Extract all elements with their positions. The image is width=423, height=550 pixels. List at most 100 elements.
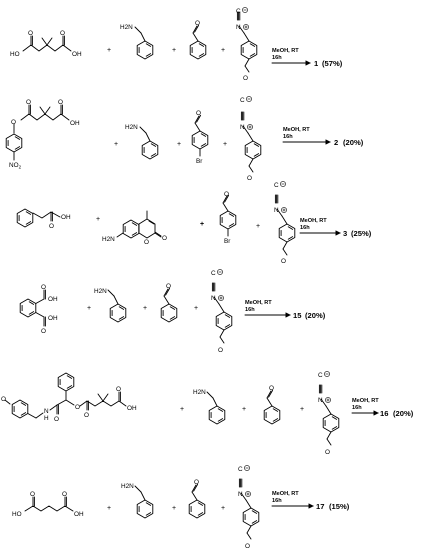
label-O: O	[11, 119, 16, 126]
label-OH: OH	[127, 405, 137, 412]
plus-sign: +	[221, 47, 225, 54]
label-N: N	[274, 207, 279, 214]
reaction-1: HO O O OH + H2N + O + N C O MeOH, RT 16h	[10, 7, 343, 82]
product-number: 2	[334, 138, 338, 147]
aminomethylcoumarin: H2N O O	[102, 210, 167, 246]
label-O: O	[54, 416, 59, 423]
benzaldehyde: O	[161, 283, 177, 322]
label-O: O	[162, 235, 167, 242]
label-OH: OH	[61, 214, 71, 221]
label-N: N	[238, 491, 243, 498]
label-O: O	[41, 284, 46, 291]
label-C: C	[236, 8, 241, 15]
label-Br: Br	[196, 158, 203, 165]
label-O: O	[26, 99, 31, 106]
reaction-arrow: MeOH, RT 16h	[244, 300, 291, 318]
methoxybenzyl-isocyanide: N C O	[240, 96, 261, 182]
reaction-arrow: MeOH, RT 16h	[299, 218, 341, 236]
condition-solvent: MeOH, RT	[300, 218, 327, 224]
plus-sign: +	[107, 47, 111, 54]
plus-sign: +	[143, 305, 147, 312]
label-O: O	[116, 386, 121, 393]
label-O: O	[1, 396, 6, 403]
plus-sign: +	[300, 406, 304, 413]
label-O: O	[218, 347, 223, 354]
benzylamine: H2N	[125, 124, 158, 159]
label-O: O	[30, 491, 35, 498]
label-OH: OH	[48, 315, 58, 322]
label-C: C	[240, 97, 245, 104]
plus-sign: +	[107, 505, 111, 512]
label-O: O	[62, 491, 67, 498]
product-yield: (20%)	[305, 311, 326, 320]
condition-time: 16h	[300, 225, 310, 231]
benzaldehyde: O	[189, 479, 205, 518]
plus-sign: +	[223, 141, 227, 148]
nitrophenyl-monoester: O O O OH NO2	[5, 99, 80, 170]
label-OH: OH	[70, 120, 80, 127]
benzaldehyde: O	[190, 20, 206, 59]
label-C: C	[274, 182, 279, 189]
methoxybenzyl-isocyanide: N C O	[238, 465, 259, 550]
label-O: O	[269, 385, 274, 392]
condition-solvent: MeOH, RT	[245, 300, 272, 306]
condition-solvent: MeOH, RT	[272, 48, 299, 54]
label-C: C	[238, 466, 243, 473]
condition-time: 16h	[283, 134, 293, 140]
product-yield: (25%)	[351, 229, 372, 238]
condition-time: 16h	[352, 405, 362, 411]
benzylamine: H2N	[193, 389, 225, 424]
label-O: O	[49, 223, 54, 230]
reaction-arrow: MeOH, RT 16h	[351, 398, 379, 416]
benzylamine: H2N	[121, 483, 153, 518]
plus-sign: +	[172, 47, 176, 54]
label-H2N: H2N	[102, 236, 115, 243]
ugi-ester-acid: O N H O O O O OH	[1, 372, 137, 423]
benzylamine: H2N	[120, 24, 153, 59]
benzylamine: H2N	[94, 288, 126, 322]
condition-time: 16h	[272, 55, 282, 61]
label-O: O	[84, 412, 89, 419]
label-OH: OH	[48, 296, 58, 303]
plus-sign: +	[180, 406, 184, 413]
condition-time: 16h	[245, 307, 255, 313]
product-number: 17	[316, 502, 324, 511]
label-OH: OH	[72, 51, 82, 58]
benzaldehyde: O	[264, 385, 280, 424]
product-number: 16	[380, 409, 388, 418]
label-O: O	[144, 239, 149, 246]
label-O: O	[196, 110, 201, 117]
condition-solvent: MeOH, RT	[283, 127, 310, 133]
plus-sign: +	[87, 305, 91, 312]
label-NO2: NO2	[9, 162, 22, 170]
charge-signs	[218, 9, 330, 496]
label-NH: N	[44, 408, 49, 415]
reaction-2: O O O OH NO2 + H2N + O Br + N C O MeOH,	[5, 96, 364, 182]
label-O: O	[75, 404, 80, 411]
label-O: O	[281, 258, 286, 265]
label-H2N: H2N	[120, 24, 133, 31]
plus-sign: +	[96, 216, 100, 223]
plus-sign: +	[177, 141, 181, 148]
bromobenzaldehyde: O Br	[192, 110, 208, 165]
label-O: O	[247, 175, 252, 182]
condition-solvent: MeOH, RT	[352, 398, 379, 404]
plus-sign: +	[256, 223, 260, 230]
reaction-arrow: MeOH, RT 16h	[271, 48, 311, 66]
phthalic-acid: O OH OH O	[19, 284, 58, 335]
label-O: O	[243, 75, 248, 82]
reaction-4: O OH OH O + H2N + O + N C O MeOH, RT 16h	[19, 269, 326, 354]
label-N: N	[240, 124, 245, 131]
label-H: H	[44, 415, 49, 422]
product-yield: (20%)	[393, 409, 414, 418]
plus-sign: +	[172, 505, 176, 512]
label-O: O	[224, 191, 229, 198]
reaction-3: OH O + H2N O O + O Br + N C	[16, 181, 372, 265]
glutaric-acid: HO O O OH	[12, 491, 84, 518]
label-O: O	[41, 328, 46, 335]
plus-sign: +	[200, 221, 204, 228]
methoxybenzyl-isocyanide: N C O	[274, 181, 295, 265]
label-N: N	[236, 24, 241, 31]
methoxybenzyl-isocyanide: N C O	[211, 269, 232, 354]
